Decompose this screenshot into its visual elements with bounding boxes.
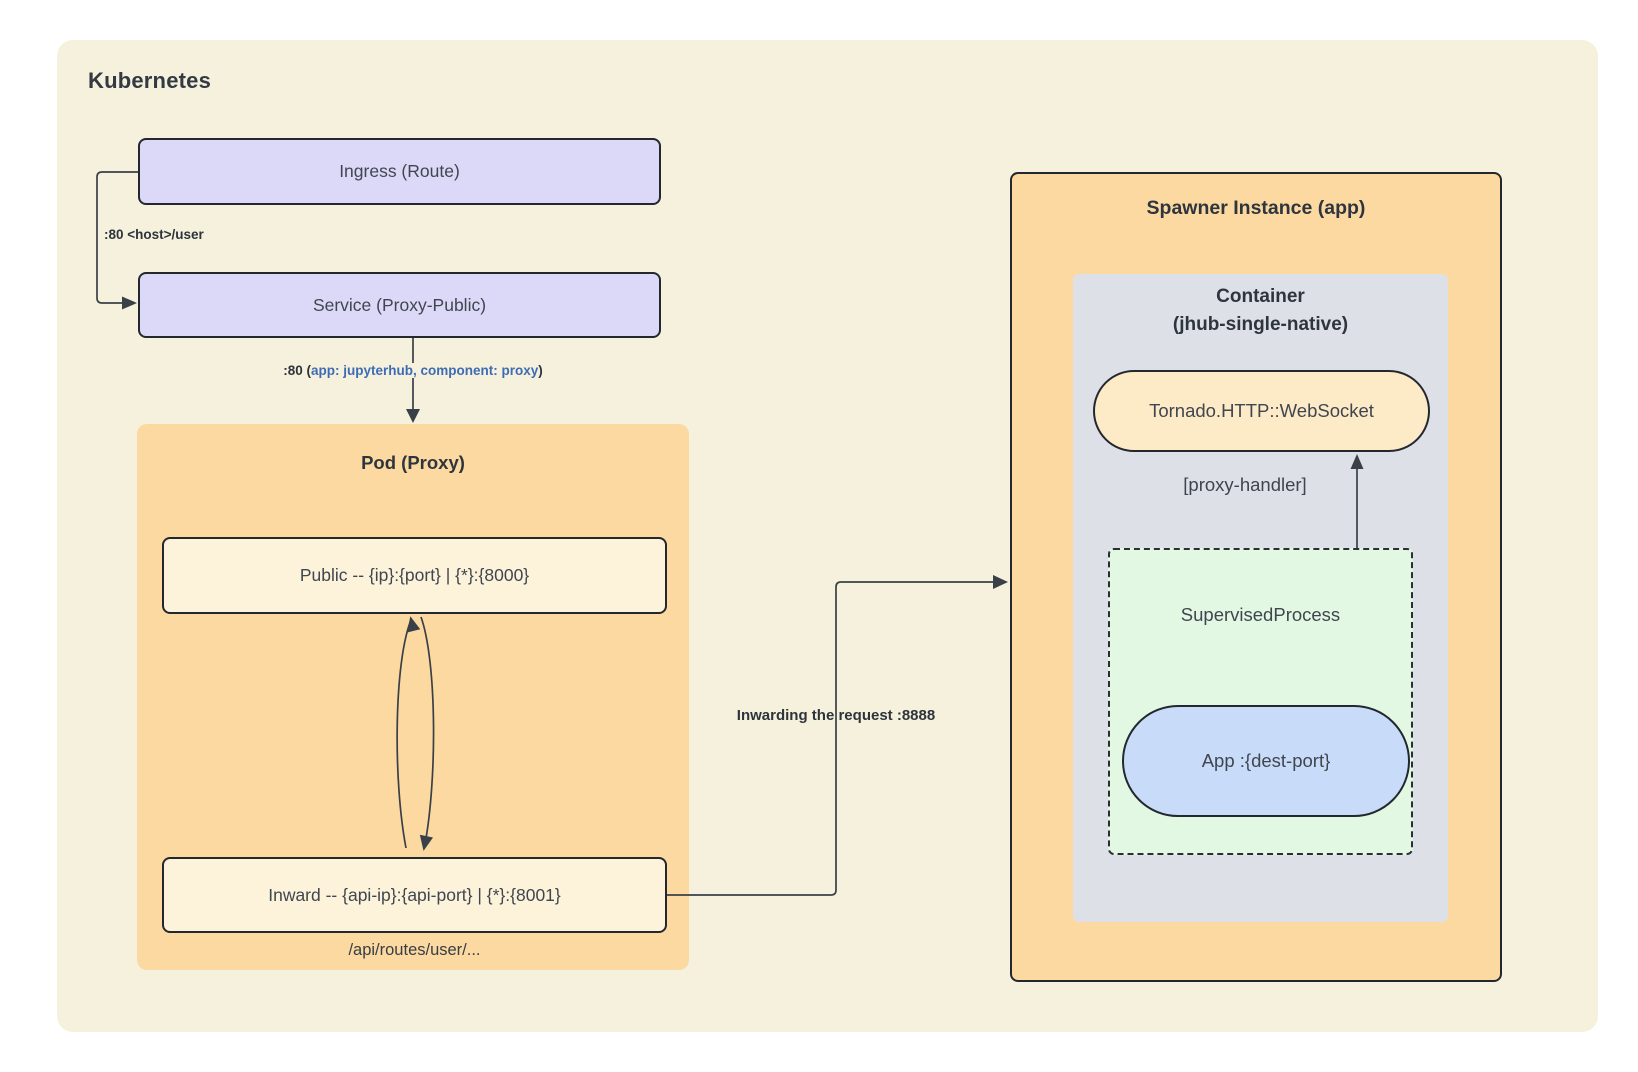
selector-suffix: ) [538, 363, 543, 378]
edge-label-service-selector: :80 (app: jupyterhub, component: proxy) [280, 363, 546, 378]
container-jhub-title: Container (jhub-single-native) [1073, 283, 1448, 339]
ingress-node: Ingress (Route) [138, 138, 661, 205]
public-endpoint-label: Public -- {ip}:{port} | {*}:{8000} [299, 565, 530, 585]
pod-proxy-title: Pod (Proxy) [361, 452, 465, 473]
edge-label-inwarding-request: Inwarding the request :8888 [736, 707, 936, 724]
spawner-instance-title: Spawner Instance (app) [1146, 197, 1366, 219]
supervised-process-label: SupervisedProcess [1180, 604, 1341, 625]
proxy-handler-label: [proxy-handler] [1183, 474, 1307, 495]
tornado-websocket-label: Tornado.HTTP::WebSocket [1149, 400, 1374, 421]
inward-endpoint-node: Inward -- {api-ip}:{api-port} | {*}:{800… [162, 857, 667, 933]
selector-text: app: jupyterhub, component: proxy [311, 363, 539, 378]
service-proxy-public-node: Service (Proxy-Public) [138, 272, 661, 338]
ingress-node-label: Ingress (Route) [339, 161, 460, 181]
service-node-label: Service (Proxy-Public) [312, 294, 487, 315]
edge-label-host-user: :80 <host>/user [104, 227, 204, 242]
api-routes-note: /api/routes/user/... [348, 941, 481, 959]
container-title-line1: Container [1216, 286, 1305, 307]
app-dest-port-node: App :{dest-port} [1122, 705, 1410, 817]
public-endpoint-node: Public -- {ip}:{port} | {*}:{8000} [162, 537, 667, 614]
kubernetes-group-title: Kubernetes [88, 68, 212, 93]
container-title-line2: (jhub-single-native) [1172, 314, 1349, 335]
inward-endpoint-label: Inward -- {api-ip}:{api-port} | {*}:{800… [268, 884, 561, 905]
selector-prefix: :80 ( [283, 363, 311, 378]
app-dest-port-label: App :{dest-port} [1201, 750, 1331, 771]
tornado-websocket-node: Tornado.HTTP::WebSocket [1093, 370, 1430, 452]
